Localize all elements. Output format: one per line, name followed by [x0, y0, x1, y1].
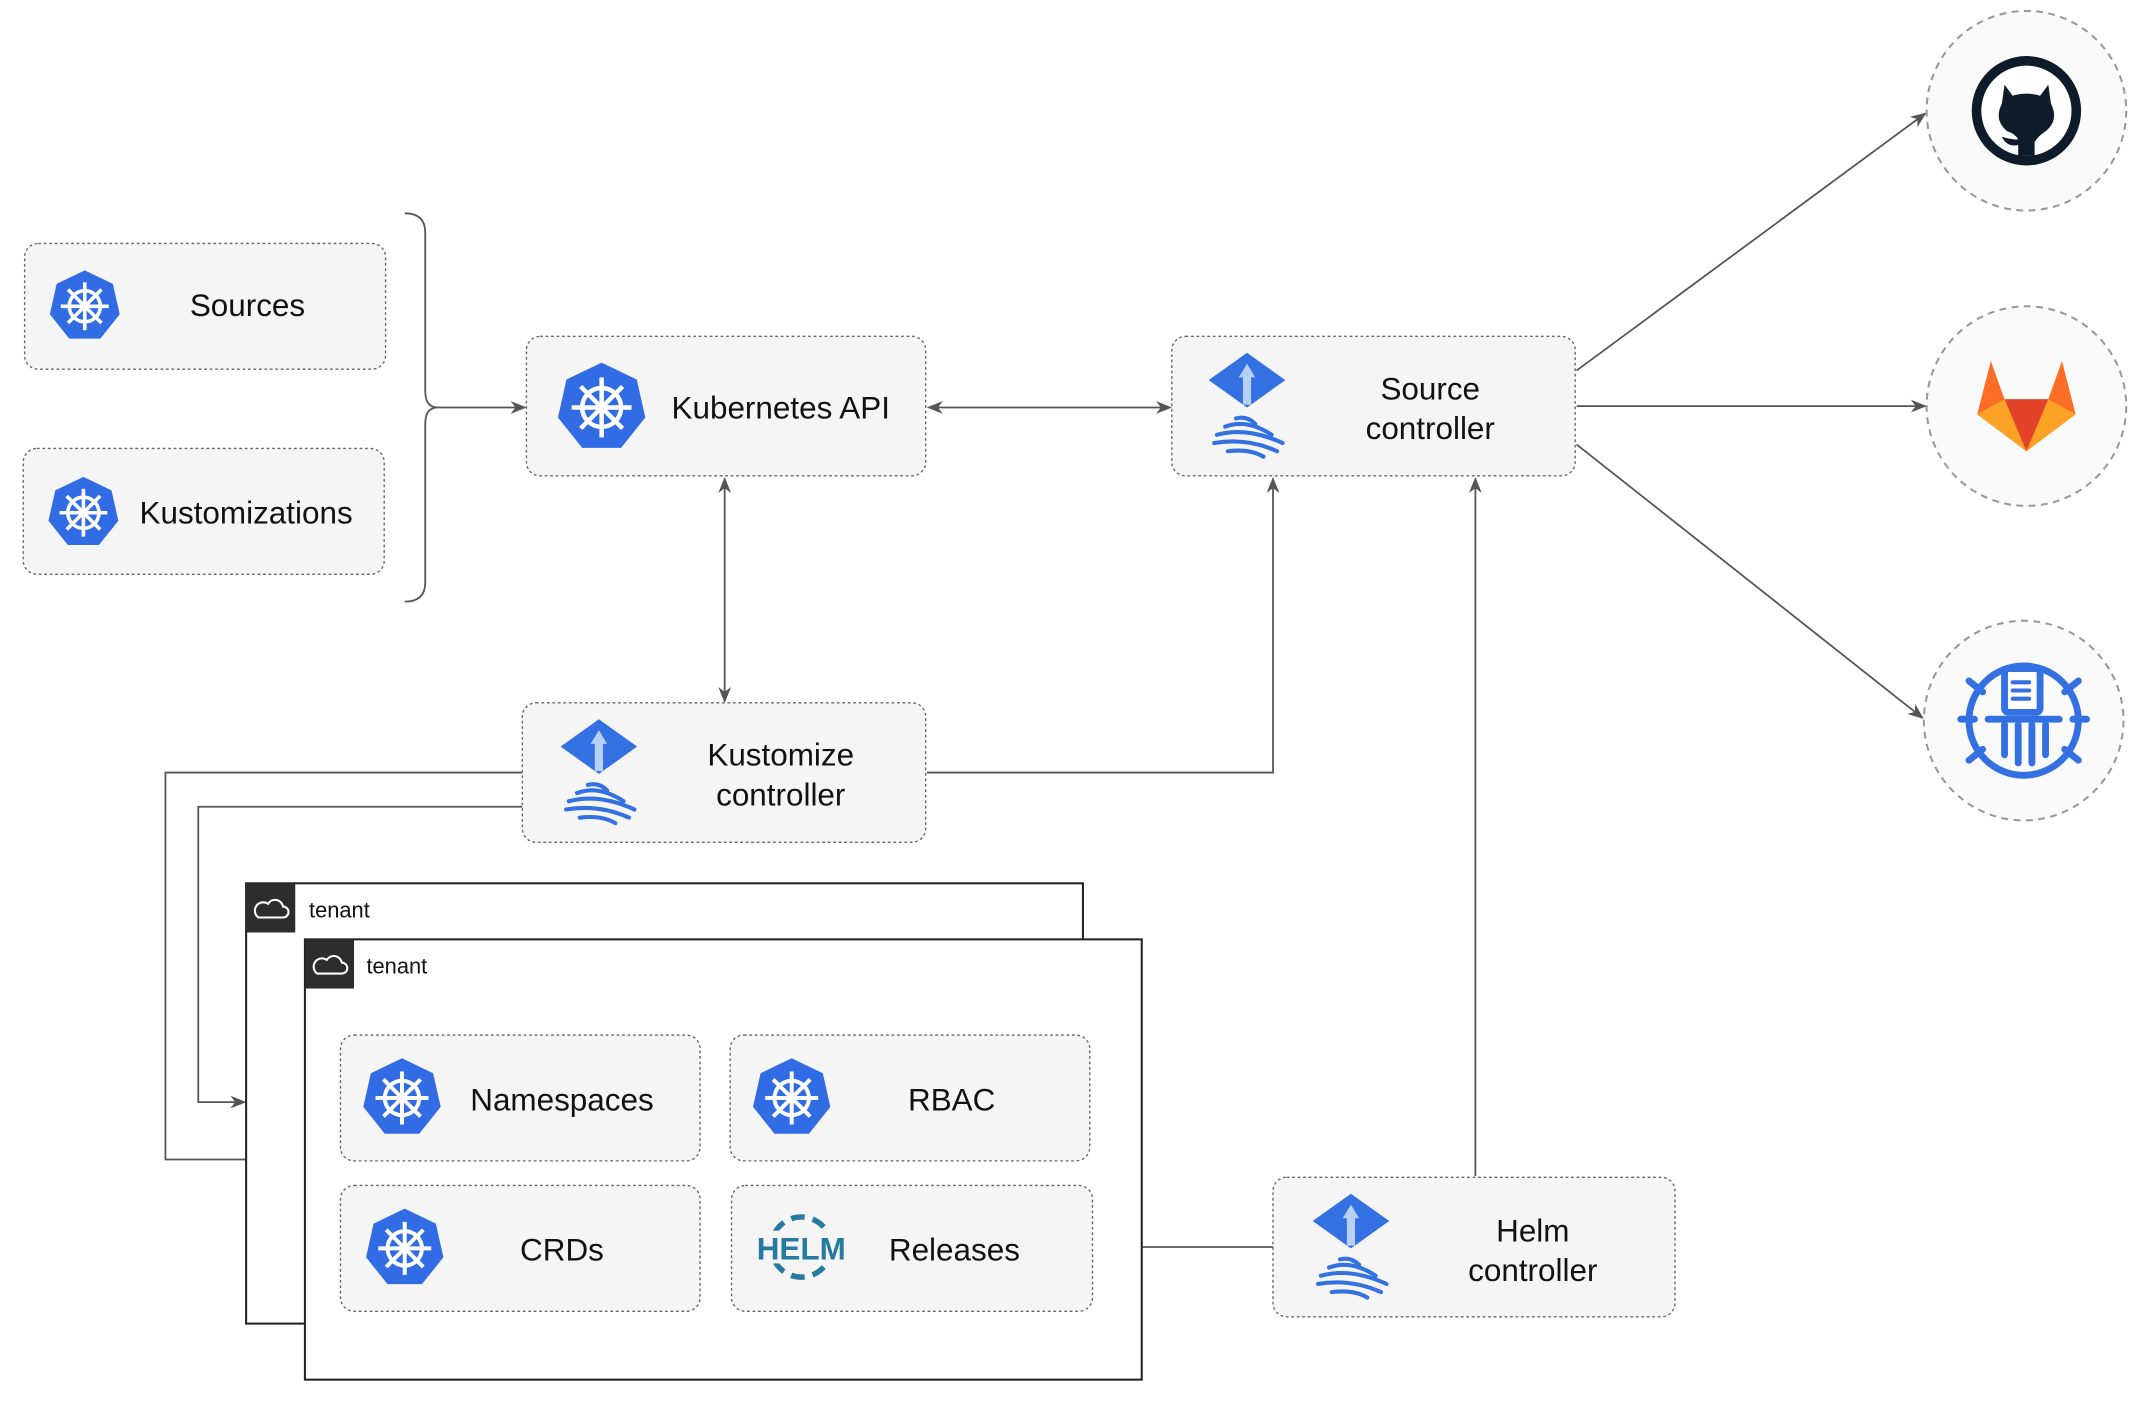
edge-kustomize-source — [927, 476, 1280, 774]
svg-text:Releases: Releases — [889, 1233, 1020, 1268]
svg-text:Namespaces: Namespaces — [470, 1082, 653, 1117]
github-icon — [1971, 56, 2082, 166]
node-sources[interactable]: Sources — [23, 242, 387, 370]
github-node[interactable] — [1925, 9, 2128, 212]
node-kustomizations[interactable]: Kustomizations — [22, 447, 385, 575]
svg-text:Kustomizations: Kustomizations — [140, 496, 353, 531]
gitlab-node[interactable] — [1925, 305, 2128, 507]
node-kustomize-controller[interactable]: Kustomize controller — [521, 702, 927, 843]
cloud-icon — [304, 939, 355, 989]
edge-source-bucket — [1575, 443, 1924, 719]
cloud-icon — [246, 883, 296, 933]
svg-text:tenant: tenant — [309, 897, 370, 922]
helm-icon: HELM — [754, 1214, 848, 1280]
node-releases[interactable]: HELM Releases — [730, 1184, 1094, 1312]
svg-text:Helm: Helm — [1496, 1214, 1569, 1249]
bucket-node[interactable] — [1922, 619, 2125, 822]
svg-text:CRDs: CRDs — [520, 1233, 604, 1268]
svg-text:controller: controller — [1468, 1253, 1597, 1288]
svg-text:controller: controller — [1366, 411, 1495, 446]
node-rbac[interactable]: RBAC — [729, 1034, 1091, 1162]
node-namespaces[interactable]: Namespaces — [339, 1034, 701, 1162]
svg-text:Sources: Sources — [190, 288, 305, 323]
node-helm-controller[interactable]: Helm controller — [1272, 1176, 1676, 1318]
svg-text:HELM: HELM — [757, 1231, 846, 1266]
bucket-icon — [1957, 662, 2090, 779]
svg-text:tenant: tenant — [366, 954, 427, 979]
edge-kustomize-tenant-back — [197, 805, 523, 1109]
node-kubernetes-api[interactable]: Kubernetes API — [525, 335, 927, 477]
node-crds[interactable]: CRDs — [339, 1184, 701, 1312]
brace — [404, 212, 438, 603]
svg-text:Kubernetes API: Kubernetes API — [672, 390, 890, 425]
svg-text:RBAC: RBAC — [908, 1082, 995, 1117]
gitlab-icon — [1977, 360, 2076, 452]
edge-kustomize-tenant-front — [164, 771, 523, 1166]
svg-text:controller: controller — [716, 777, 845, 812]
node-source-controller[interactable]: Source controller — [1171, 335, 1576, 477]
svg-text:Kustomize: Kustomize — [707, 738, 854, 773]
svg-text:Source: Source — [1380, 371, 1480, 406]
edge-source-github — [1576, 112, 1927, 372]
